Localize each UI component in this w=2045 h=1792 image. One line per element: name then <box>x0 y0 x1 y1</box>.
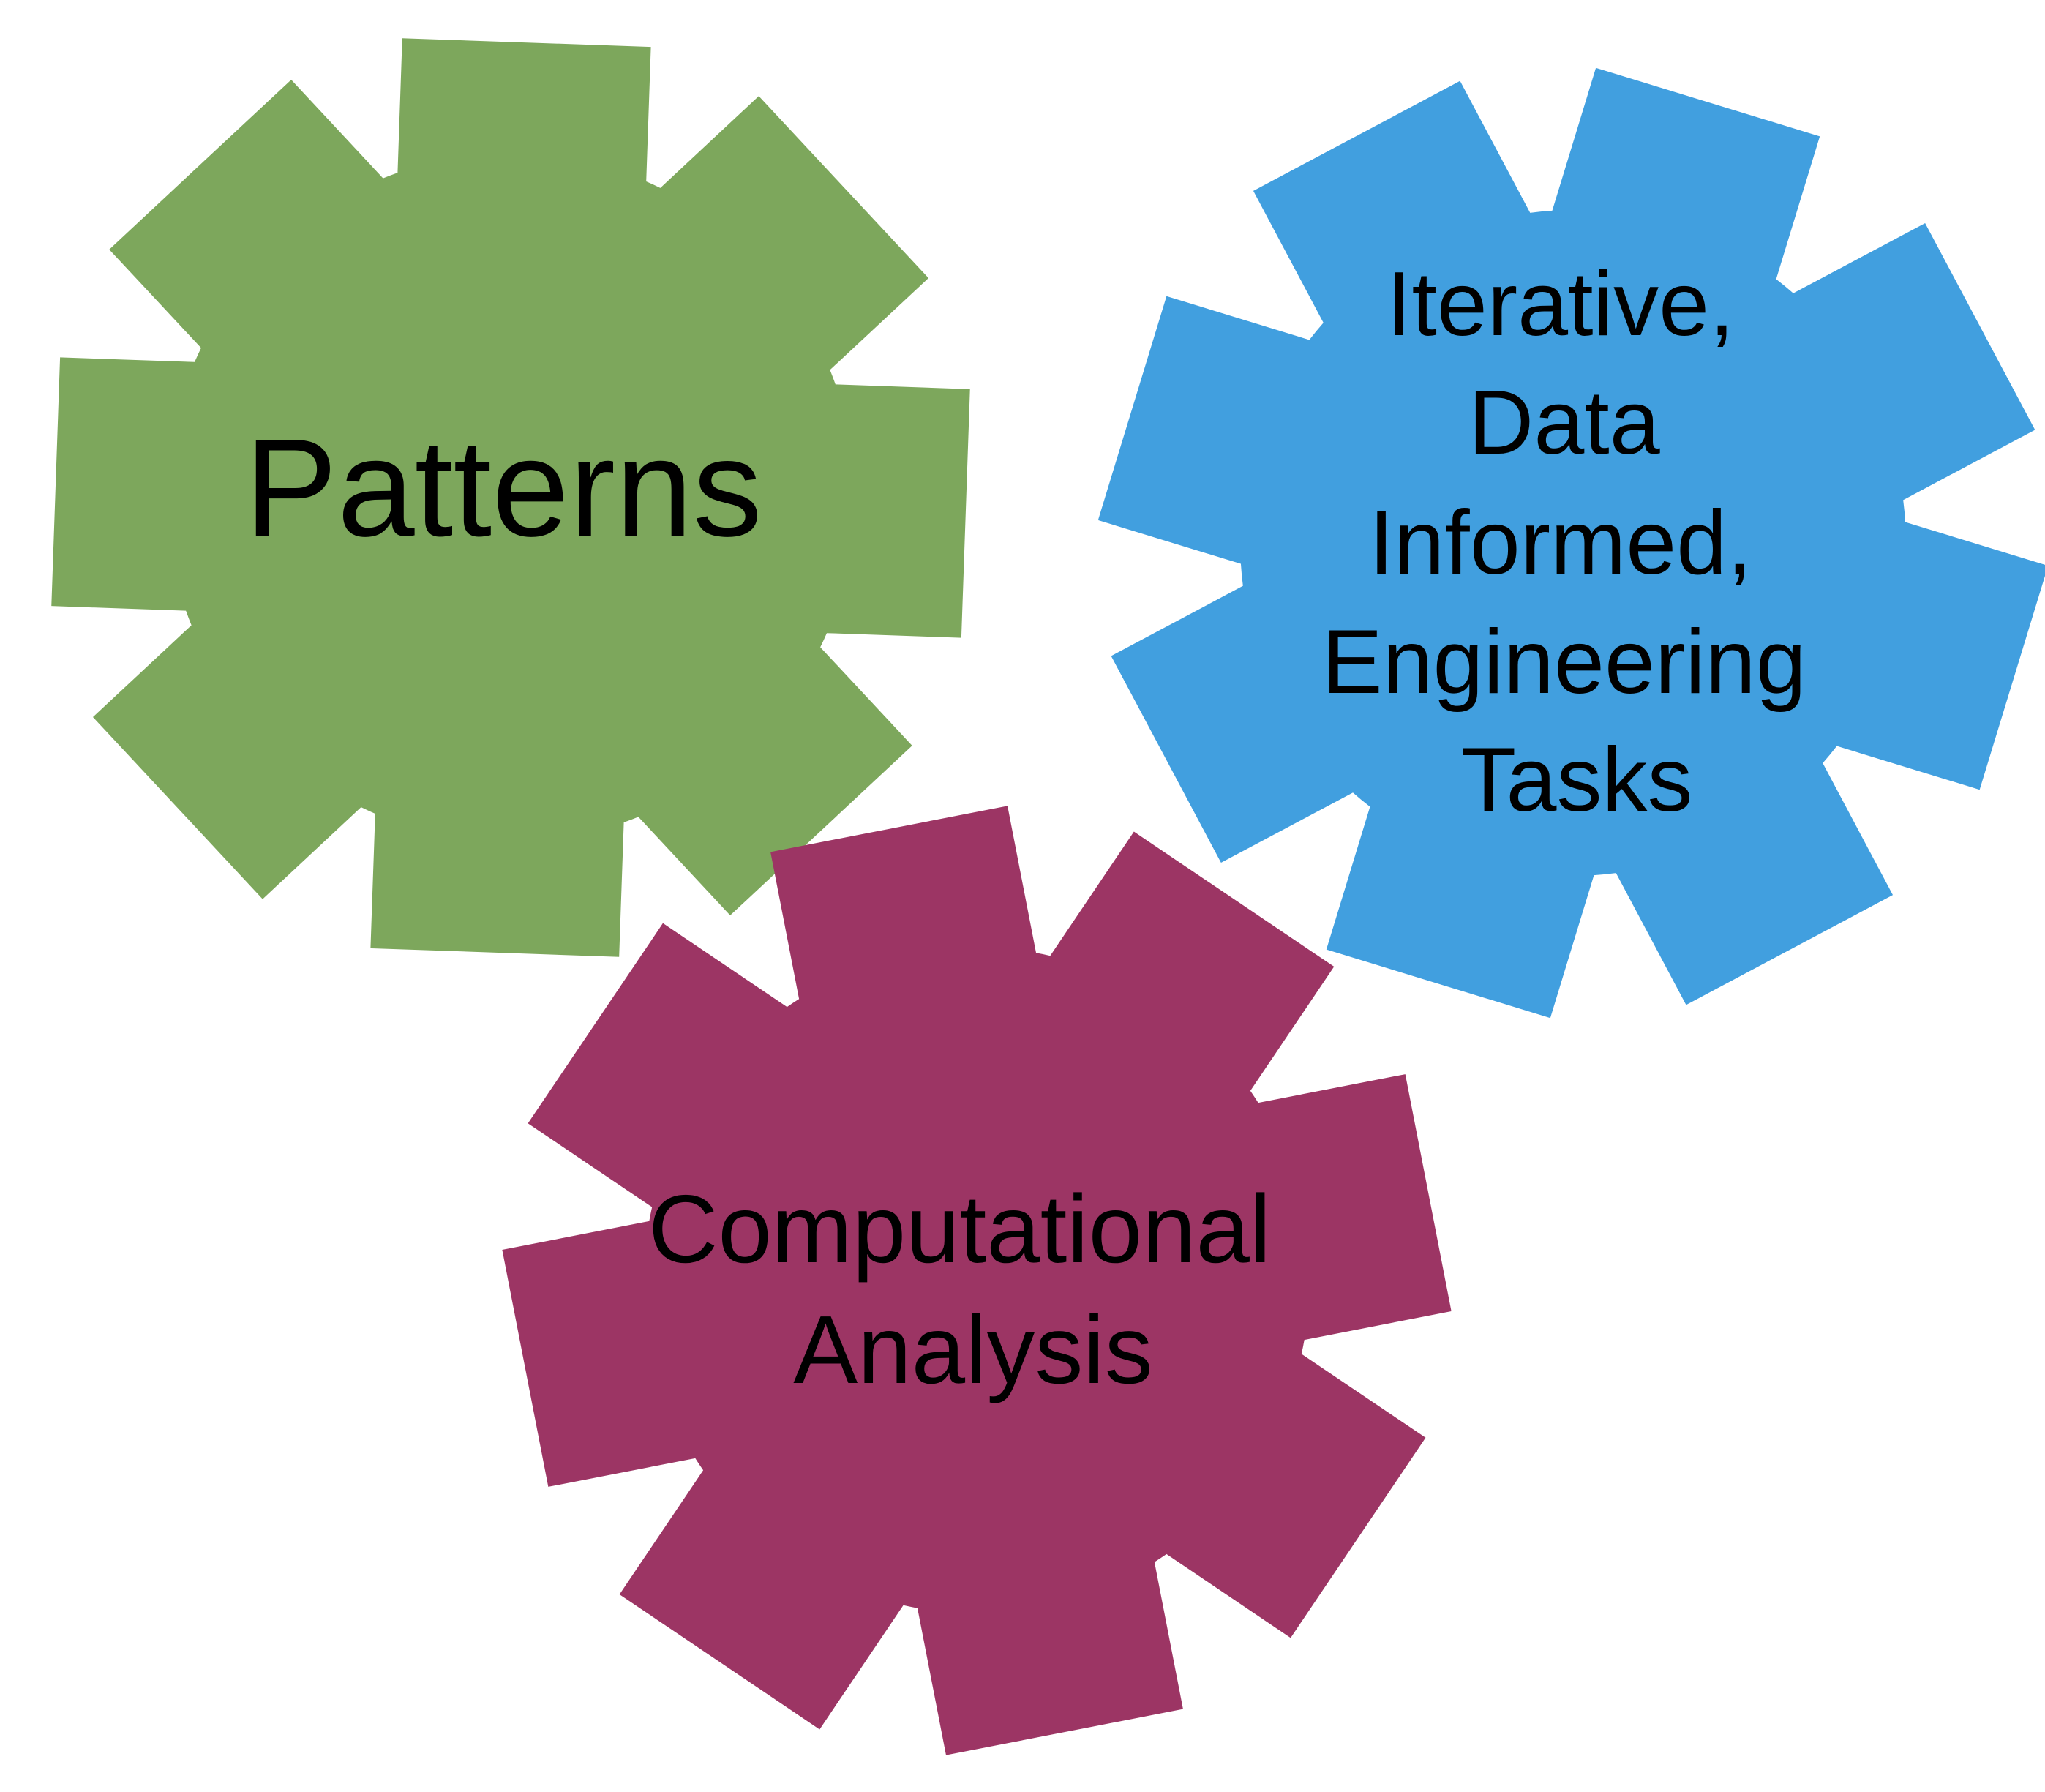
iterative-label: Iterative, Data Informed, Engineering Ta… <box>1322 254 1831 831</box>
iterative-label-line: Data <box>1468 372 1660 473</box>
iterative-label-line: Informed, <box>1369 492 1752 593</box>
computational-gear-shape <box>502 806 1452 1755</box>
computational-label-line: Computational <box>648 1175 1271 1283</box>
patterns-gear-shape <box>51 38 970 957</box>
patterns-label: Patterns <box>244 410 762 566</box>
gear-computational: Computational Analysis <box>502 806 1452 1755</box>
gear-iterative: Iterative, Data Informed, Engineering Ta… <box>1097 67 2045 1019</box>
iterative-label-line: Engineering <box>1322 612 1806 713</box>
computational-label-line: Analysis <box>793 1296 1153 1403</box>
patterns-label-line: Patterns <box>244 410 762 566</box>
iterative-gear-shape <box>1097 67 2045 1019</box>
gear-patterns: Patterns <box>51 38 970 957</box>
computational-label: Computational Analysis <box>648 1175 1298 1403</box>
iterative-label-line: Tasks <box>1461 730 1693 831</box>
iterative-label-line: Iterative, <box>1387 254 1735 355</box>
